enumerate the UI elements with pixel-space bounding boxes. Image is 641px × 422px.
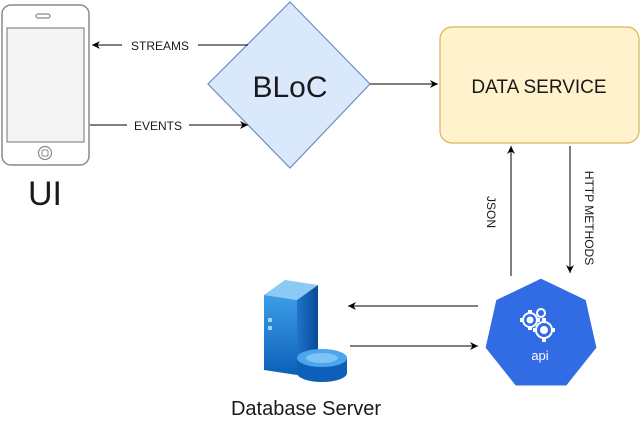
streams-label: STREAMS xyxy=(131,39,189,53)
kubernetes-api-icon xyxy=(482,275,600,389)
http-methods-label: HTTP METHODS xyxy=(582,171,596,265)
data-service-label: DATA SERVICE xyxy=(471,77,606,98)
smartphone-icon xyxy=(1,4,90,166)
bloc-label: BLoC xyxy=(252,71,327,104)
events-label-bg xyxy=(127,118,189,133)
bloc-node xyxy=(207,1,371,169)
data-service-node xyxy=(439,26,640,144)
ui-label: UI xyxy=(28,175,62,213)
json-label: JSON xyxy=(484,196,498,228)
streams-label-bg xyxy=(122,38,198,53)
api-label: api xyxy=(531,348,548,363)
server-icon xyxy=(264,280,318,375)
database-server-label: Database Server xyxy=(231,398,381,420)
events-label: EVENTS xyxy=(134,119,182,133)
database-icon xyxy=(297,349,347,382)
